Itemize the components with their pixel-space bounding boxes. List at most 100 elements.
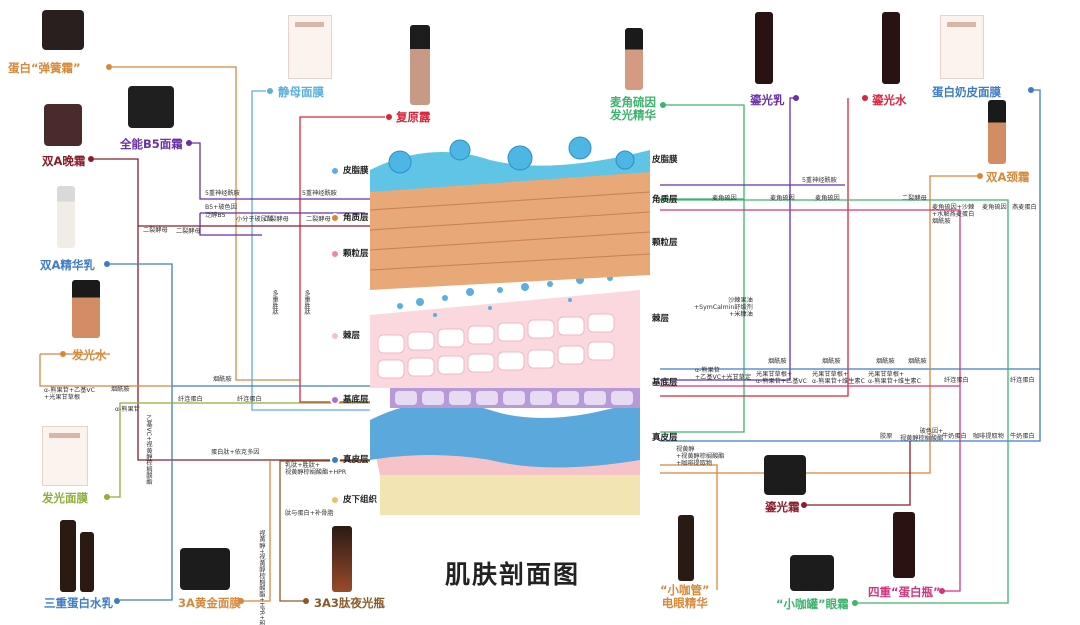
layer-label-spinous: 棘层 — [343, 331, 361, 341]
note: 蛋白肽+依克多因 — [211, 449, 260, 456]
note: 5重神经酰胺 — [802, 177, 837, 184]
layer-label-spinous-r: 棘层 — [652, 314, 670, 324]
product-label-egg-cream: 蛋白“弹簧霜” — [8, 61, 81, 75]
connector-dot — [977, 173, 983, 179]
glow-water-bottle — [72, 280, 100, 338]
connector-dot — [939, 588, 945, 594]
glow-milk-bottle — [755, 12, 773, 84]
glow-water-r-bottle — [882, 12, 900, 84]
a-essence-bottle — [57, 186, 75, 248]
line-glow-mask — [104, 402, 370, 498]
layer-dot-granular — [330, 249, 340, 259]
product-label-glow-water-r: 鎏光水 — [872, 93, 907, 107]
note: 烟酰胺 — [822, 358, 841, 365]
connector-dot — [238, 598, 244, 604]
note: 二裂酵母 — [176, 228, 201, 235]
connector-dot — [104, 494, 110, 500]
note: 烟酰胺 — [111, 386, 130, 393]
layer-label-basal: 基底层 — [343, 395, 369, 405]
layer-label-basal-r: 基底层 — [652, 378, 678, 388]
line-mica-mask — [251, 90, 370, 411]
egg-cream-jar — [42, 10, 84, 50]
layer-dot-lipid — [330, 166, 340, 176]
a-night-jar — [44, 104, 82, 146]
product-label-repair-dew: 复原露 — [396, 110, 431, 124]
note: 烟酰胺 — [213, 376, 232, 383]
product-label-glow-cream: 鎏光霜 — [765, 500, 800, 514]
stratum-layer — [370, 170, 650, 290]
line-a-essence — [107, 263, 173, 601]
product-label-a-night: 双A晚霜 — [42, 154, 86, 168]
note-vertical: 视黄醇+视黄醇棕榈酸酯+HPR+积雪草 — [258, 530, 265, 625]
note-vertical: 多重胜肽 — [271, 290, 278, 315]
connector-dot — [88, 156, 94, 162]
note: 视黄醇 +视黄醇棕榈酸酯 +咖啡提取物 — [676, 446, 725, 467]
note: 烟酰胺 — [876, 358, 895, 365]
note: 胶原 — [880, 433, 893, 440]
note: 二裂酵母 — [264, 216, 289, 223]
line-glow-cream — [805, 441, 911, 506]
line-b5 — [186, 142, 370, 200]
note: 烟酰胺 — [908, 358, 927, 365]
note: 光果甘草根+ α-熊果苷+维生素C — [868, 371, 921, 385]
connector-dot — [114, 598, 120, 604]
note: 麦角硫因 — [815, 195, 840, 202]
note-vertical: 多重胜肽 — [303, 290, 310, 315]
note: 牛奶蛋白 — [1010, 433, 1035, 440]
product-label-3a3: 3A3肽夜光瓶 — [314, 596, 385, 610]
note: 泛醇B5 — [205, 212, 226, 219]
connector-dot — [852, 600, 858, 606]
note: 麦角硫因 — [982, 204, 1007, 211]
note: 烟酰胺 — [768, 358, 787, 365]
product-label-a-neck: 双A颈霜 — [986, 170, 1030, 184]
product-label-glow-mask: 发光面膜 — [42, 491, 88, 505]
coffee-essence-bottle — [678, 515, 694, 581]
layer-label-granular: 颗粒层 — [343, 249, 369, 259]
line-glow-milk — [660, 97, 795, 381]
layer-label-stratum: 角质层 — [343, 213, 369, 223]
egg-water-bottle-2 — [80, 532, 94, 592]
layer-dot-dermis — [330, 455, 340, 465]
note: 燕麦蛋白 — [1012, 204, 1037, 211]
product-label-b5-cream: 全能B5面霜 — [120, 137, 183, 151]
note: 肽与蛋白+补骨脂 — [285, 510, 334, 517]
milk-mask-box — [940, 15, 984, 79]
product-label-egg-water: 三重蛋白水乳 — [44, 596, 113, 610]
connector-dot — [660, 102, 666, 108]
glow-mask-box — [42, 426, 88, 486]
note: 沙棘果油 +SymCalmin舒缓剂 +米糠油 — [694, 297, 753, 318]
connector-dot — [801, 502, 807, 508]
layer-label-lipid-r: 皮脂膜 — [652, 155, 678, 165]
layer-label-stratum-r: 角质层 — [652, 195, 678, 205]
a-neck-bottle — [988, 100, 1006, 164]
layer-label-dermis: 真皮层 — [343, 455, 369, 465]
note: 玻色因+ 视黄醇棕榈酸酯 — [900, 428, 944, 442]
note: 牛奶蛋白 — [942, 433, 967, 440]
line-glow-water — [39, 354, 172, 387]
layer-dot-stratum — [330, 213, 340, 223]
layer-label-dermis-r: 真皮层 — [652, 433, 678, 443]
line-keratin — [660, 104, 745, 433]
note: 乳肽+胜肽+ 视黄醇棕榈酸酯+HPR — [285, 462, 347, 476]
product-label-glow-water: 发光水 — [72, 348, 107, 362]
note: 纤连蛋白 — [1010, 377, 1035, 384]
connector-dot — [186, 140, 192, 146]
connector-dot — [303, 598, 309, 604]
layer-label-granular-r: 颗粒层 — [652, 238, 678, 248]
layer-dot-subq — [330, 495, 340, 505]
layer-dot-basal — [330, 395, 340, 405]
page-title: 肌肤剖面图 — [445, 560, 581, 589]
connector-dot — [267, 88, 273, 94]
line-glow-water-r — [660, 98, 849, 397]
keratin-essence-bottle — [625, 28, 643, 90]
gold-mask-jar — [180, 548, 230, 590]
connector-dot — [60, 351, 66, 357]
line-coffee-cream — [660, 199, 1009, 604]
mica-mask-box — [288, 15, 332, 79]
line-3a3 — [279, 460, 370, 602]
note: 5重神经酰胺 — [302, 190, 337, 197]
line-coffee-essence — [660, 464, 718, 590]
note: 二裂酵母 — [902, 195, 927, 202]
note: B5+玻色因 — [205, 204, 237, 211]
